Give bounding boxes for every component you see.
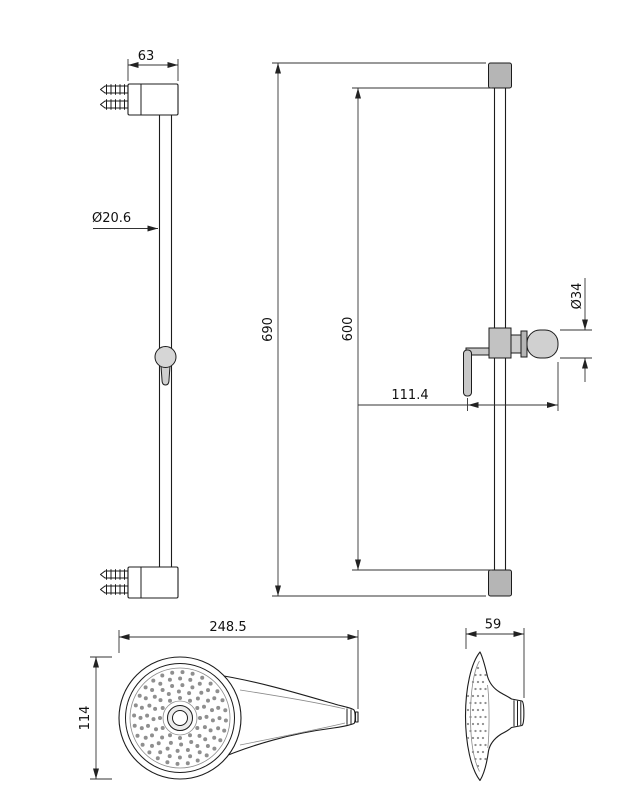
screw-threads	[106, 569, 125, 580]
handle-contour	[239, 689, 346, 710]
screw-threads	[106, 99, 125, 110]
holder-flange	[520, 330, 528, 358]
dim-bracket-width-label: 63	[138, 49, 155, 64]
front-view: 690 600 Ø34 111.4	[261, 62, 592, 597]
dim-rail-length-label: 600	[341, 317, 356, 342]
dim-rail-length: 600	[341, 87, 492, 571]
extension-lines	[272, 62, 486, 597]
dim-head-diameter-label: 114	[78, 706, 93, 731]
extension-lines	[118, 630, 359, 709]
bracket-body	[127, 83, 179, 116]
dim-holder-reach: 111.4	[358, 362, 559, 411]
dome-crease	[487, 684, 490, 749]
screw-threads	[106, 584, 125, 595]
top-mount-bracket	[99, 83, 179, 116]
holder-neck	[510, 334, 522, 354]
dim-overall-height-label: 690	[261, 317, 276, 342]
dim-handset-length: 248.5	[118, 620, 359, 709]
locking-lever	[463, 349, 472, 397]
wall-screw	[99, 100, 129, 109]
center-ring	[162, 700, 198, 736]
screw-threads	[106, 84, 125, 95]
nozzle-speckle	[466, 666, 487, 768]
holder-assembly	[463, 327, 559, 397]
holder-knob	[526, 329, 559, 359]
slider-lever-side	[160, 365, 171, 386]
bottom-mount-bracket	[99, 566, 179, 599]
spray-face-plate	[129, 667, 231, 769]
dim-handset-depth: 59	[465, 618, 525, 698]
rail-bottom-cap	[488, 569, 512, 597]
dim-handset-length-label: 248.5	[209, 620, 246, 635]
dim-holder-diameter: Ø34	[560, 278, 592, 382]
dim-handset-depth-label: 59	[485, 618, 502, 633]
extension-lines	[467, 362, 559, 411]
center-button	[172, 710, 188, 726]
wall-screw	[99, 570, 129, 579]
handset-top-view: 248.5 114	[78, 620, 359, 780]
slider-wheel-side	[154, 346, 177, 368]
connector-ridges	[346, 708, 352, 725]
dim-bar-diameter: Ø20.6	[92, 211, 158, 232]
rail-side	[158, 114, 173, 568]
wall-screw	[99, 585, 129, 594]
dim-head-diameter: 114	[78, 656, 112, 780]
dim-overall-height: 690	[261, 62, 486, 597]
connector-ridges	[513, 700, 522, 727]
dim-holder-reach-label: 111.4	[391, 388, 428, 403]
dim-bar-diameter-label: Ø20.6	[92, 211, 131, 226]
spray-face-rim	[125, 663, 235, 773]
connector-nub	[354, 711, 359, 723]
dim-holder-diameter-label: Ø34	[570, 283, 585, 310]
slider-knob-side	[154, 346, 177, 386]
handle-contour	[239, 722, 346, 746]
handset-side-body	[464, 651, 525, 782]
extension-lines	[352, 87, 492, 571]
holder-collar	[488, 327, 512, 359]
handset-side-view: 59	[464, 618, 525, 782]
bracket-body	[127, 566, 179, 599]
wall-screw	[99, 85, 129, 94]
rail-top-cap	[488, 62, 512, 89]
nozzle-dots	[132, 670, 228, 766]
side-view: 63 Ø20.6	[92, 49, 179, 599]
dim-bracket-width: 63	[127, 49, 179, 81]
